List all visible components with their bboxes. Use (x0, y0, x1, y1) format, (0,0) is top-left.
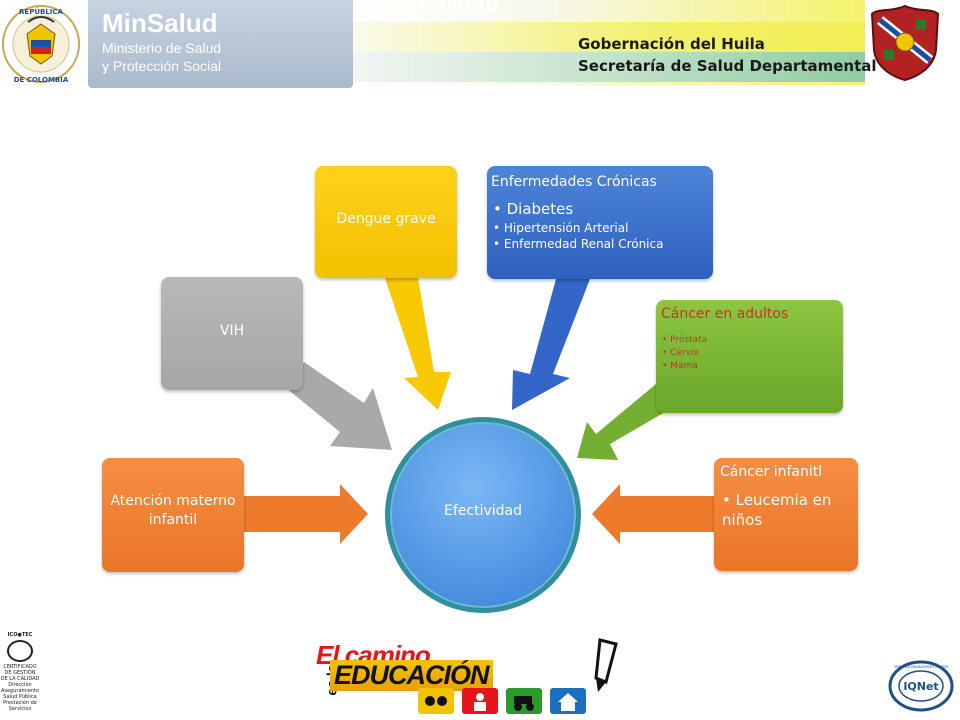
arrow-cancer-infantil (592, 484, 714, 544)
minsalud-title: MinSalud (102, 8, 218, 38)
iqnet-label: IQNet (903, 680, 938, 693)
list-item: Enfermedad Renal Crónica (493, 237, 664, 251)
header-band-green (350, 52, 865, 82)
cert-line: Salud Pública (3, 694, 37, 700)
icontec-icon (7, 640, 33, 662)
arrow-cancer-adultos (577, 384, 672, 460)
minsalud-line2: y Protección Social (102, 58, 222, 74)
node-cancer-infantil: Cáncer infanitl Leucemia en niños (714, 458, 858, 571)
minsalud-banner (88, 0, 353, 88)
arrow-vih (286, 362, 392, 450)
cert-line: DE GESTIÓN (4, 670, 36, 676)
arrow-dengue (385, 278, 451, 410)
cert-line: ICO●TEC (7, 632, 33, 638)
faded-title: calidad (420, 0, 500, 16)
list-item: Diabetes (493, 200, 663, 218)
seal-text-top: REPÚBLICA (19, 7, 64, 16)
list-item: Mama (662, 360, 707, 373)
cert-line: DE LA CALIDAD (0, 676, 40, 682)
node-cancer-adultos: Cáncer en adultos Próstata Cérvix Mama (656, 300, 843, 413)
blocks-icon (418, 688, 454, 714)
cert-line: Aseguramiento (0, 688, 40, 694)
list-item: Hipertensión Arterial (493, 221, 663, 235)
list-item: Leucemia en niños (722, 490, 848, 530)
arrow-cronicas (512, 279, 590, 410)
node-vih-label: VIH (219, 323, 245, 339)
node-materno: Atención materno infantil (102, 458, 244, 572)
minsalud-line1: Ministerio de Salud (102, 40, 222, 56)
iqnet-logo: IQNet CERTIFIED MANAGEMENT SYSTEM (888, 660, 954, 712)
secretaria-label: Secretaría de Salud Departamental (578, 57, 877, 75)
node-cancer-infantil-title: Cáncer infanitl (720, 464, 823, 480)
node-cronicas: Enfermedades Crónicas Diabetes Hipertens… (487, 166, 713, 279)
cert-line: Dirección (8, 682, 32, 688)
iqnet-ring-text: CERTIFIED MANAGEMENT SYSTEM (894, 665, 948, 669)
gobernacion-label: Gobernación del Huila (578, 35, 765, 53)
education-icons-strip (418, 688, 586, 714)
center-circle (385, 417, 581, 613)
node-cancer-adultos-title: Cáncer en adultos (661, 306, 789, 322)
node-dengue-label: Dengue grave (336, 211, 436, 227)
cert-line: Prestación de (3, 700, 37, 706)
header-band-yellow (350, 22, 865, 52)
pencil-icon (594, 638, 618, 692)
cert-line: CERTIFICADO (3, 664, 37, 670)
node-vih: VIH (161, 277, 303, 390)
node-materno-label: Atención materno infantil (110, 493, 236, 528)
node-dengue: Dengue grave (315, 166, 457, 278)
arrow-materno (244, 484, 368, 544)
node-cronicas-title: Enfermedades Crónicas (491, 174, 657, 190)
colombia-seal-logo: REPÚBLICA DE COLOMBIA (2, 5, 80, 84)
seal-text-bottom: DE COLOMBIA (14, 76, 69, 84)
list-item: Próstata (662, 334, 707, 347)
cert-line: Servicios (8, 706, 32, 712)
list-item: Cérvix (662, 347, 707, 360)
huila-shield-logo (870, 4, 940, 82)
slogan-main: EDUCACIÓN (330, 660, 493, 691)
icontec-certificate: ICO●TEC CERTIFICADO DE GESTIÓN DE LA CAL… (0, 632, 40, 716)
center-circle-label: Efectividad (444, 503, 522, 519)
